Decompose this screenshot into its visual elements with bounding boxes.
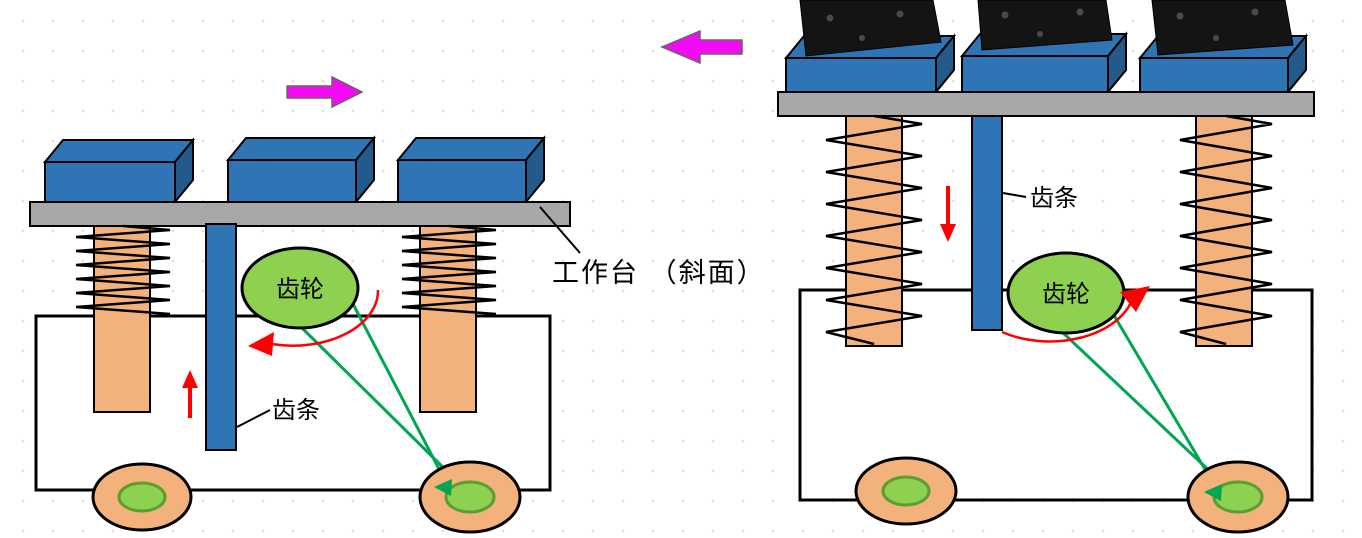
gear-label: 齿轮 <box>276 275 324 303</box>
wheel-front <box>854 456 958 526</box>
metal-plate <box>799 0 942 57</box>
rack-label: 齿条 <box>1030 184 1078 212</box>
belt-arrowhead-icon <box>1204 484 1222 501</box>
metal-plate <box>1151 0 1294 56</box>
spring-compressed <box>401 224 497 316</box>
motion-arrow-right-icon <box>286 75 364 109</box>
spring-stretched <box>825 114 923 346</box>
belt-line <box>298 324 470 494</box>
worktable-platform <box>777 91 1315 117</box>
belt-line <box>1110 311 1224 499</box>
panel-left: 齿轮 齿条 <box>29 75 571 534</box>
box-top <box>42 139 196 163</box>
metal-plate <box>977 0 1113 51</box>
wheel-front <box>91 462 193 532</box>
force-arrow-up-icon <box>182 370 198 418</box>
gear-label: 齿轮 <box>1042 280 1090 308</box>
box-front <box>961 55 1109 93</box>
force-arrow-down-icon <box>940 186 956 242</box>
belt-arrowhead-icon <box>434 479 452 496</box>
wheel-rear <box>1186 460 1290 534</box>
box-top <box>225 137 377 161</box>
blue-box <box>225 135 377 205</box>
spring-stretched <box>1179 114 1273 346</box>
box-top <box>395 137 547 161</box>
motion-arrow-left-icon <box>660 29 743 65</box>
panel-right: 齿轮 齿条 <box>660 0 1315 534</box>
belt-line <box>350 301 454 495</box>
worktable-label: 工作台 （斜面） <box>552 258 766 289</box>
blue-box <box>42 137 196 205</box>
rack-label-pointer <box>1002 192 1027 198</box>
worktable-pointer <box>539 206 581 254</box>
box-front <box>227 159 357 203</box>
blue-box <box>395 135 547 205</box>
rotation-arrow-icon <box>1001 286 1150 343</box>
gear <box>240 246 360 330</box>
box-front <box>397 159 527 203</box>
rack-bar <box>971 115 1003 331</box>
spring-compressed <box>75 224 171 316</box>
rack-label: 齿条 <box>272 396 320 424</box>
box-front <box>44 161 176 203</box>
rack-label-pointer <box>236 409 271 428</box>
box-front <box>785 57 937 93</box>
rotation-arrow-icon <box>248 289 380 356</box>
worktable-platform <box>29 201 571 227</box>
wheel-rear <box>418 460 522 534</box>
rack-bar <box>205 223 237 451</box>
box-front <box>1139 57 1289 93</box>
worktable-callout: 工作台 （斜面） <box>539 206 766 289</box>
